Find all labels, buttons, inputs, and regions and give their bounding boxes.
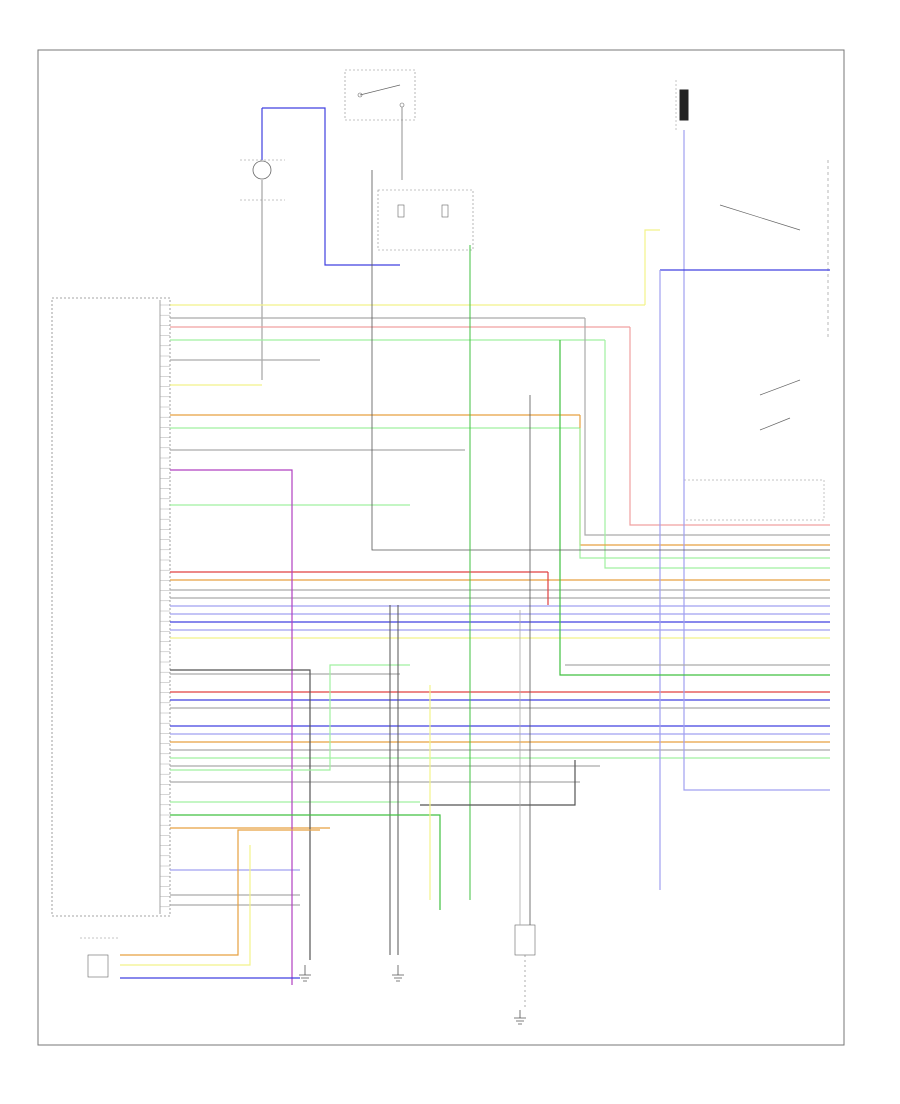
ecm-pin-labels [160, 304, 170, 907]
pgm-fi-relay [719, 160, 829, 431]
wire-orange-bl [120, 829, 320, 956]
wire-green-tcm [170, 664, 410, 771]
wire-green-5 [559, 340, 830, 676]
pressure-sensor [80, 937, 120, 978]
wire-gray-ign [371, 170, 830, 551]
fuel-pump [514, 924, 536, 1010]
wire-v-yellow [644, 229, 660, 305]
wire-v-green [604, 340, 830, 569]
wire-gray-bottom [420, 760, 576, 806]
fuse-block [377, 189, 474, 251]
wire-v-lgreen [579, 428, 830, 559]
right-connector-box [683, 479, 825, 521]
wire-blue-main [683, 130, 830, 791]
wire-yellow-bl [120, 845, 251, 966]
left-upper-sensor [240, 108, 285, 380]
ecm-connector [51, 297, 171, 917]
diagram-frame [37, 49, 845, 1046]
wire-v-gray [584, 318, 830, 536]
wire-blue-top [262, 107, 400, 266]
ground-symbols [299, 965, 526, 1025]
wires [120, 107, 830, 985]
main-relay [675, 80, 689, 130]
wire-gray-dark [170, 669, 311, 960]
wire-green-t2 [170, 814, 441, 910]
wire-v-pink [629, 327, 830, 526]
ignition-switch [344, 69, 416, 180]
wire-violet [170, 469, 293, 985]
